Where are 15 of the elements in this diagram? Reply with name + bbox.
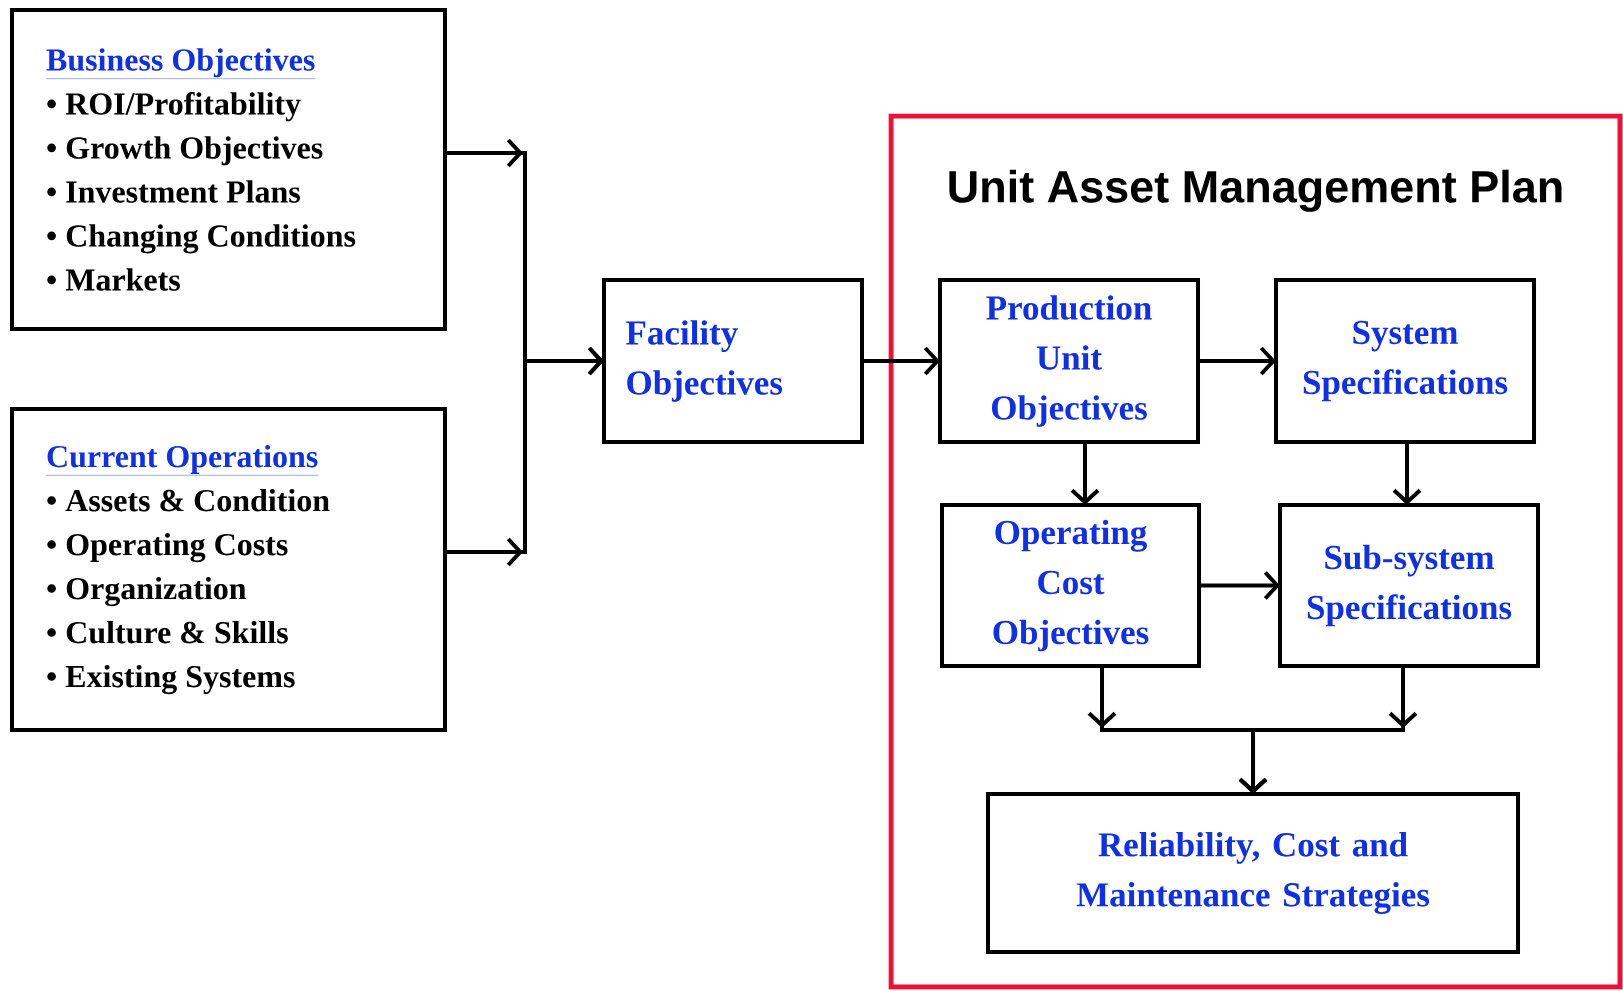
bullet-list-box: Business Objectives • ROI/Profitability • Growth Objectives • Investment Plans • Changing Conditions • Markets	[10, 8, 447, 331]
arrow	[862, 346, 940, 376]
process-box: Operating Cost Objectives	[940, 503, 1201, 668]
bullet-list-box: Current Operations • Assets & Condition • Operating Costs • Organization • Culture & Skills • Existing Systems	[10, 407, 447, 732]
arrow	[1198, 346, 1276, 376]
process-box: Reliability, Cost and Maintenance Strategies	[986, 792, 1520, 954]
arrow	[1199, 571, 1280, 600]
process-box: Sub-system Specifications	[1278, 503, 1540, 668]
arrow	[1238, 666, 1418, 794]
arrow	[445, 346, 604, 567]
arrow	[1070, 442, 1100, 505]
arrow	[1392, 442, 1422, 505]
process-box: Production Unit Objectives	[938, 278, 1200, 444]
process-box: System Specifications	[1274, 278, 1536, 444]
process-box: Facility Objectives	[602, 278, 864, 444]
